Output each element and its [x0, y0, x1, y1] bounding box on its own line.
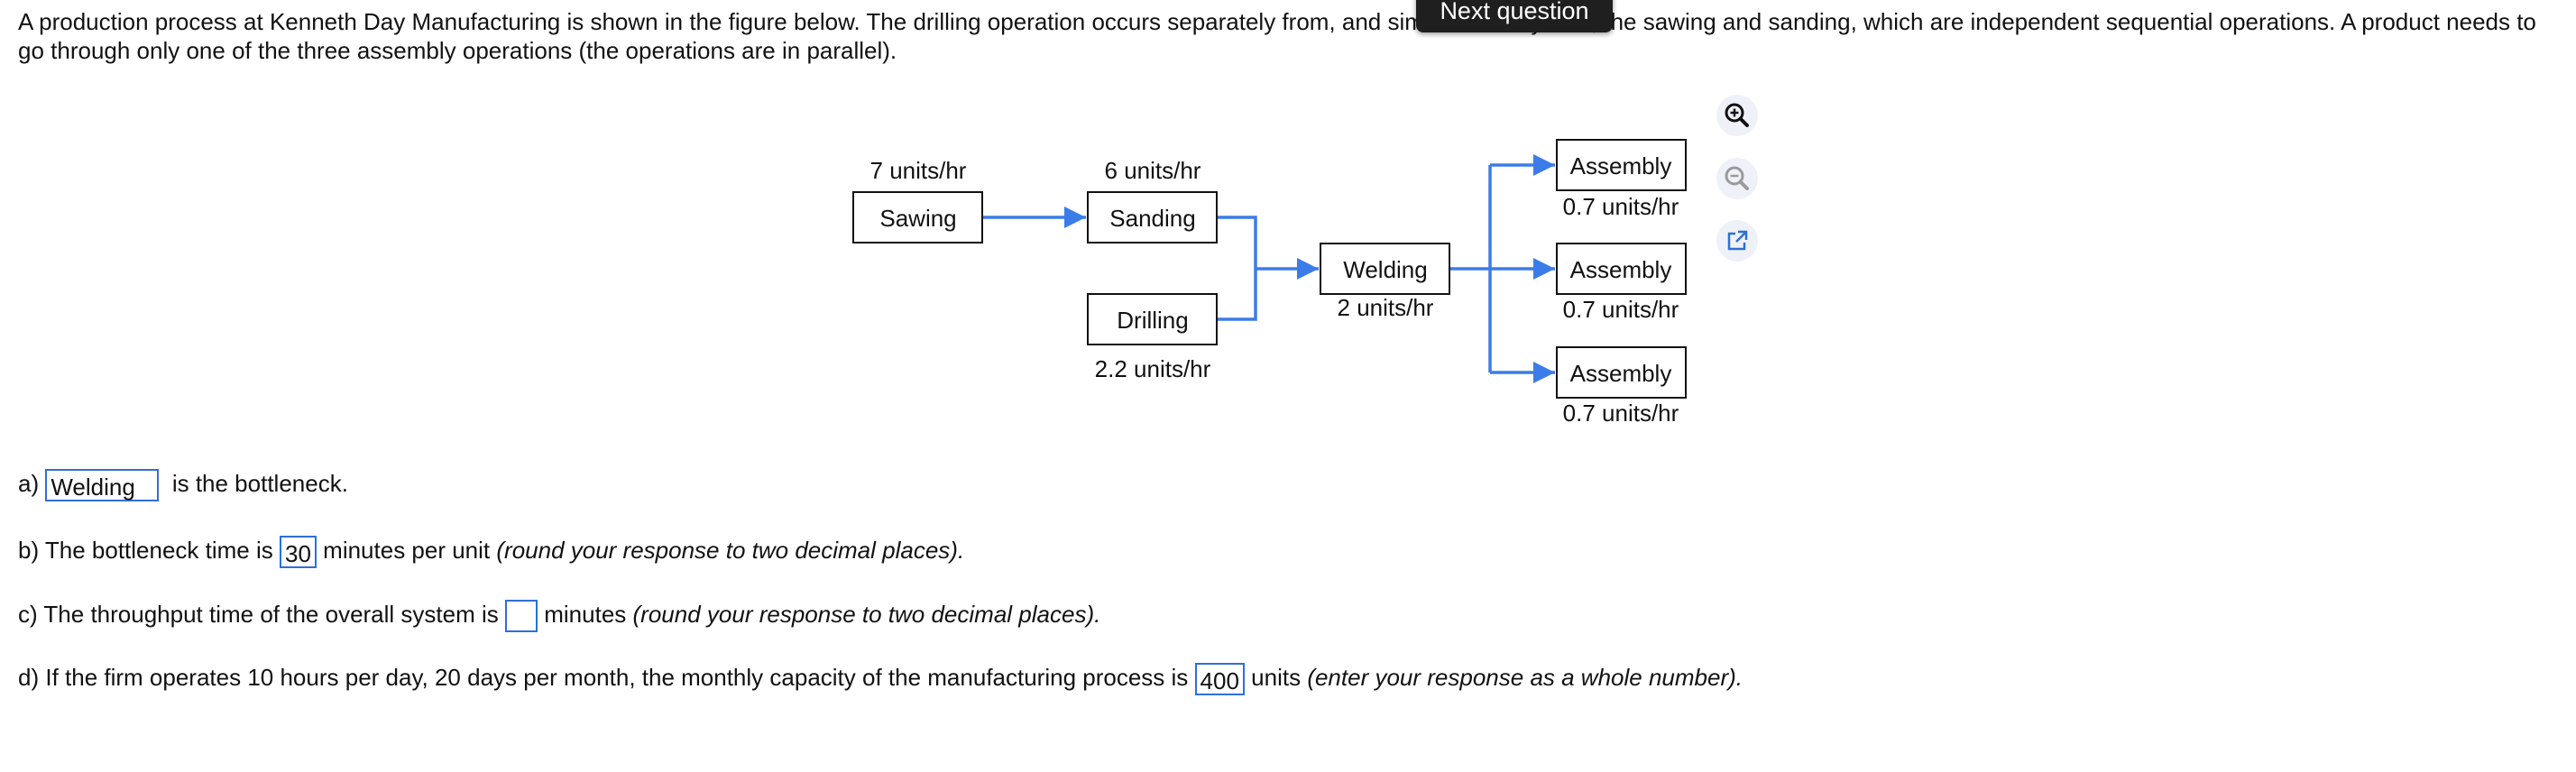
- question-c-note: (round your response to two decimal plac…: [632, 601, 1101, 628]
- sanding-box: [1087, 191, 1218, 244]
- sawing-box: [852, 191, 983, 244]
- throughput-time-field[interactable]: [505, 600, 538, 633]
- sanding-label: Sanding: [1109, 205, 1195, 232]
- bottleneck-answer-field[interactable]: Welding: [45, 469, 160, 502]
- question-c: c) The throughput time of the overall sy…: [18, 598, 1101, 633]
- assembly-label-1: Assembly: [1570, 152, 1672, 179]
- question-b: b) The bottleneck time is 30 minutes per…: [18, 534, 965, 569]
- question-a: a) Welding is the bottleneck.: [18, 467, 348, 502]
- assembly-rate-2: 0.7 units/hr: [1563, 296, 1679, 323]
- sawing-rate: 7 units/hr: [870, 157, 967, 184]
- problem-statement: A production process at Kenneth Day Manu…: [18, 8, 2536, 64]
- next-question-tooltip[interactable]: Next question: [1416, 0, 1613, 32]
- sanding-connector: [1217, 216, 1257, 269]
- zoom-out-icon: [1716, 158, 1758, 199]
- zoom-in-button[interactable]: [1716, 94, 1759, 137]
- assembly-rate-1: 0.7 units/hr: [1563, 193, 1679, 220]
- welding-label: Welding: [1343, 256, 1427, 283]
- sawing-label: Sawing: [879, 205, 956, 232]
- question-c-suffix: minutes: [544, 601, 627, 628]
- welding-box: [1320, 243, 1450, 295]
- question-a-suffix: is the bottleneck.: [171, 470, 348, 497]
- question-d-prefix: d) If the firm operates 10 hours per day…: [18, 664, 1189, 691]
- question-b-prefix: b) The bottleneck time is: [18, 537, 273, 564]
- welding-rate: 2 units/hr: [1338, 294, 1434, 321]
- assembly-box-1: [1556, 139, 1687, 191]
- assembly-box-2: [1556, 243, 1687, 295]
- question-b-note: (round your response to two decimal plac…: [496, 537, 965, 564]
- drilling-connector: [1217, 269, 1257, 321]
- question-d-note: (enter your response as a whole number).: [1307, 664, 1743, 691]
- external-link-icon: [1716, 220, 1758, 262]
- drilling-rate: 2.2 units/hr: [1095, 355, 1211, 382]
- drilling-label: Drilling: [1117, 307, 1188, 334]
- assembly-label-3: Assembly: [1570, 360, 1672, 387]
- monthly-capacity-field[interactable]: 400: [1194, 663, 1245, 696]
- assembly-box-3: [1556, 346, 1687, 399]
- assembly-label-2: Assembly: [1570, 256, 1672, 283]
- popout-button[interactable]: [1716, 219, 1759, 262]
- drilling-box: [1087, 293, 1218, 345]
- zoom-out-button[interactable]: [1716, 157, 1759, 200]
- question-a-prefix: a): [18, 470, 40, 497]
- question-c-prefix: c) The throughput time of the overall sy…: [18, 601, 499, 628]
- assembly-rate-3: 0.7 units/hr: [1563, 400, 1679, 427]
- question-b-suffix: minutes per unit: [323, 537, 491, 564]
- sanding-rate: 6 units/hr: [1105, 157, 1201, 184]
- zoom-in-icon: [1716, 95, 1758, 136]
- question-d: d) If the firm operates 10 hours per day…: [18, 661, 1743, 696]
- question-d-suffix: units: [1251, 664, 1302, 691]
- bottleneck-time-field[interactable]: 30: [280, 536, 317, 569]
- process-flow-diagram: 7 units/hr Sawing 6 units/hr Sanding Dri…: [852, 139, 1687, 427]
